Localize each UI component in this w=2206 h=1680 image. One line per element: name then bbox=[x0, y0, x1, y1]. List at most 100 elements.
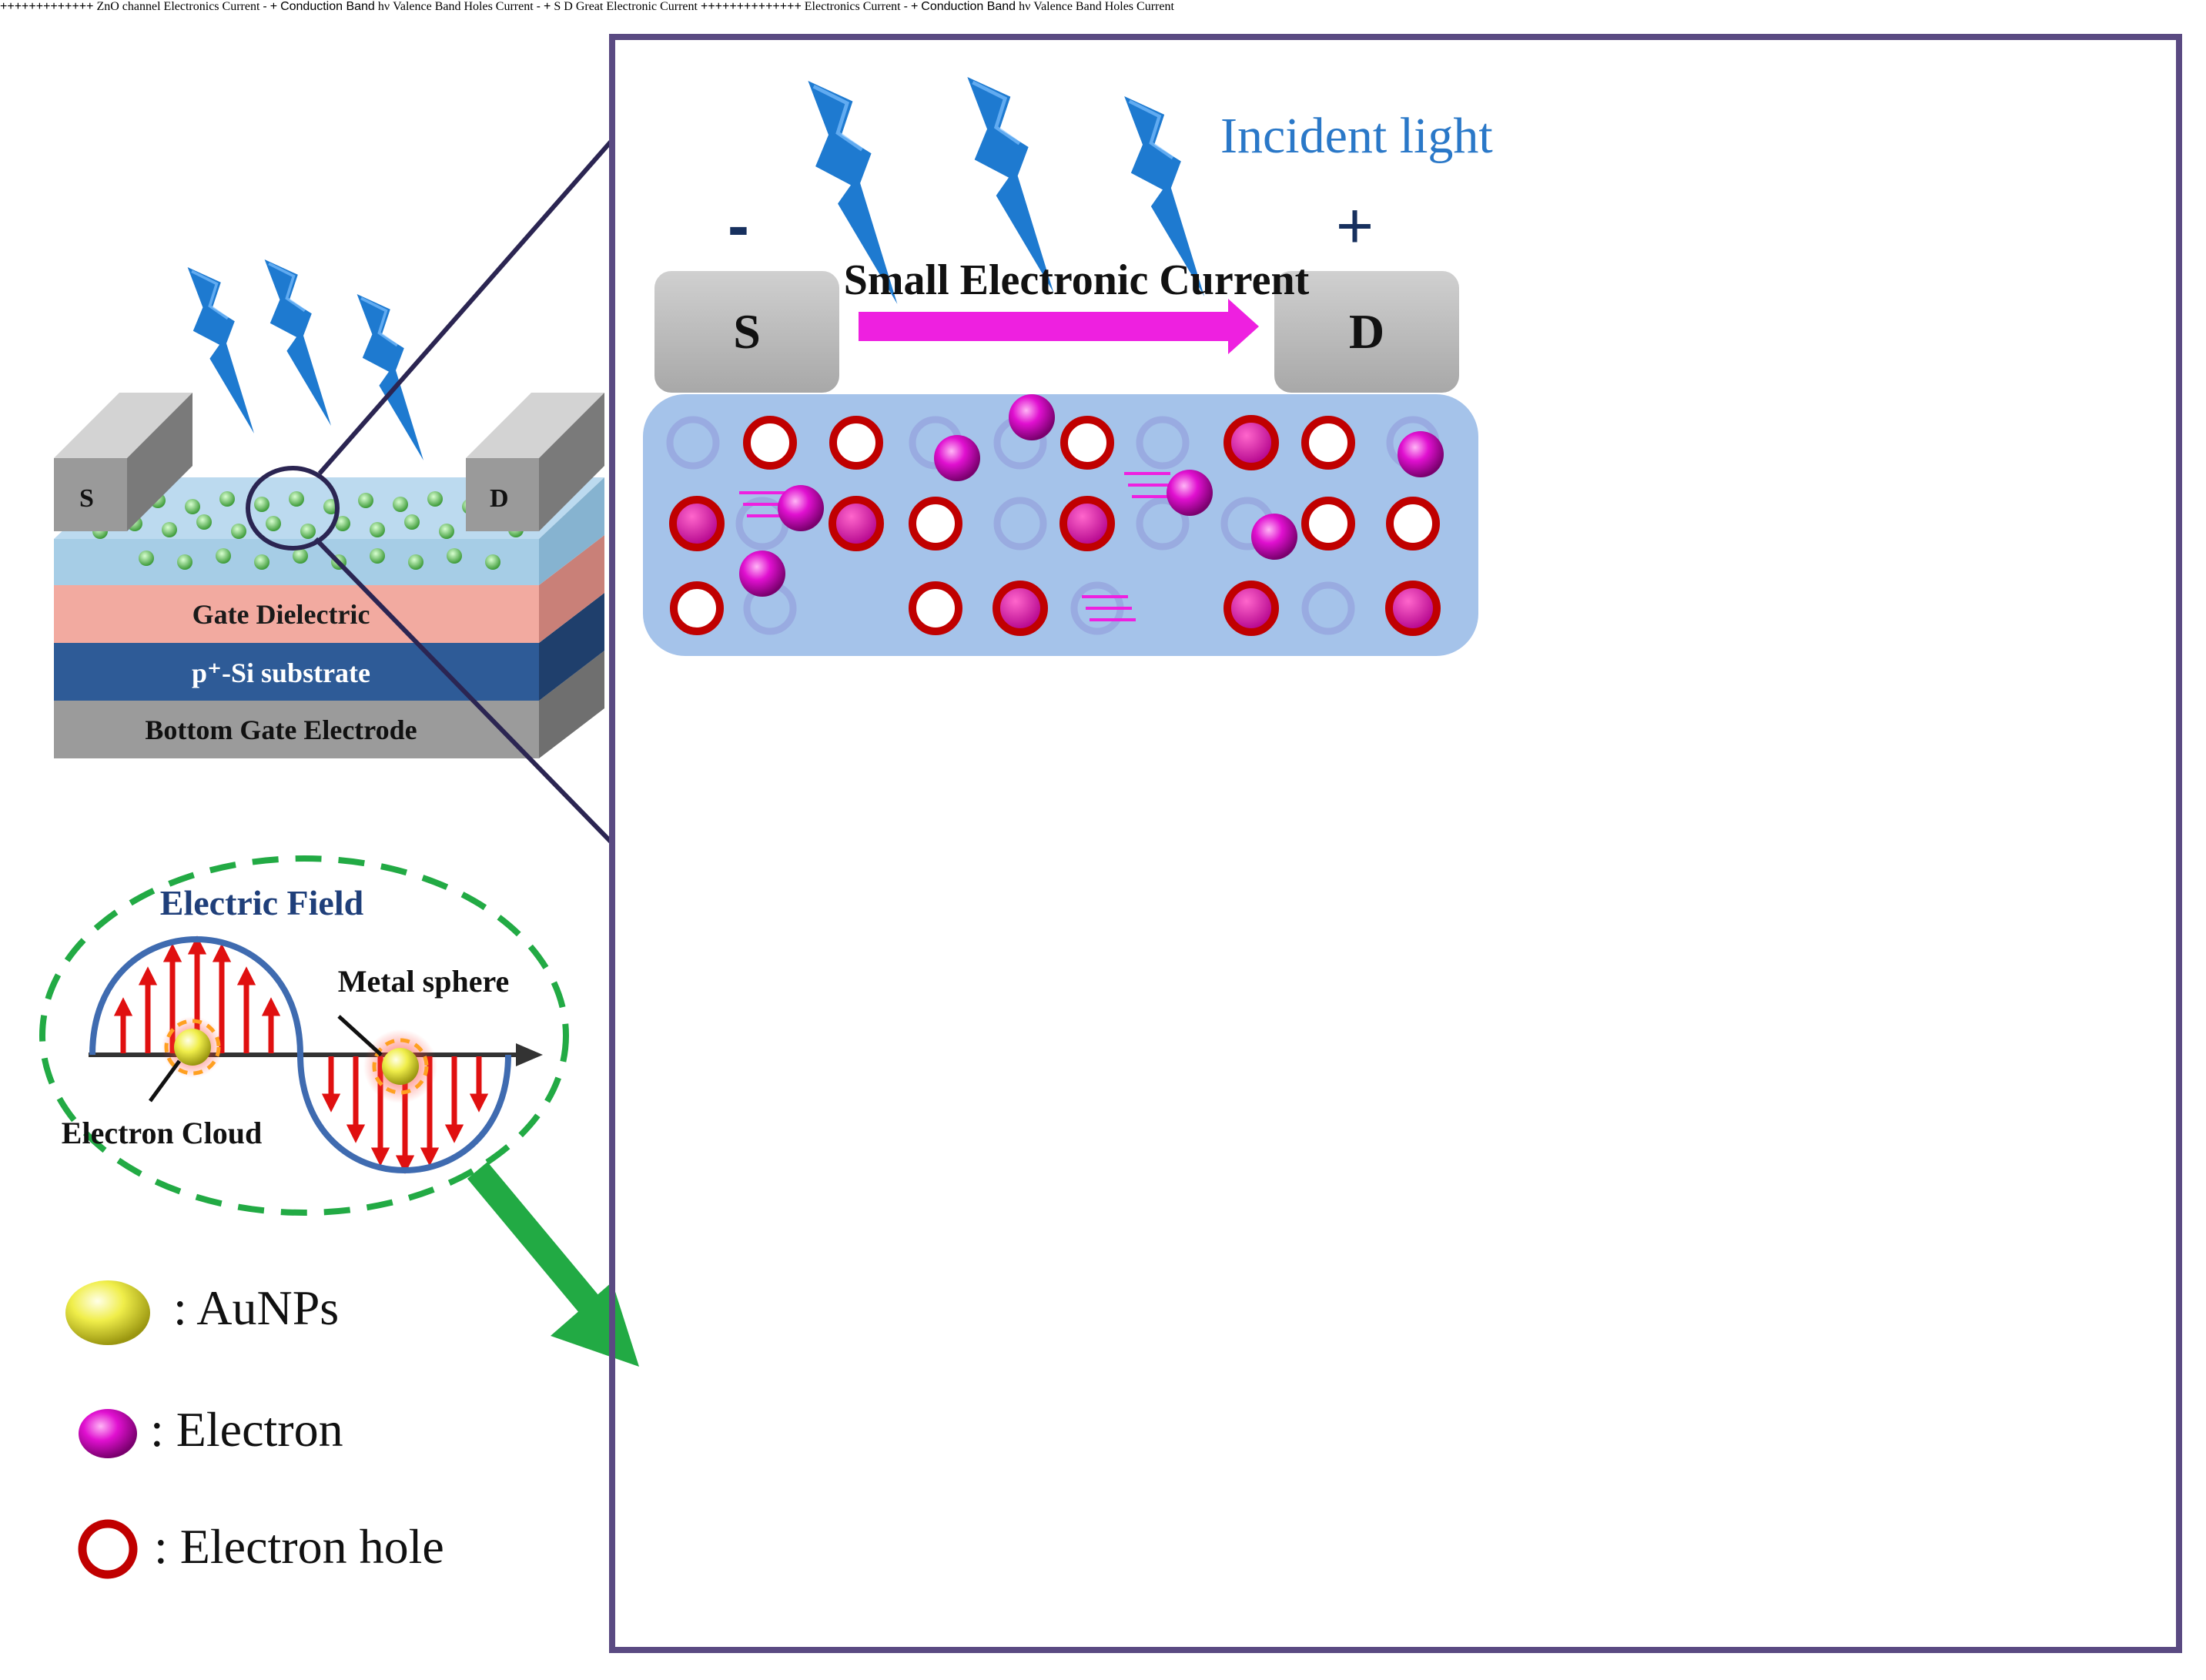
band-hole: Valence Band Holes Current bbox=[393, 0, 537, 13]
metal-sphere-pointer bbox=[337, 1015, 383, 1056]
metal-sphere-label: Metal sphere bbox=[338, 964, 510, 999]
electric-field-label: Electric Field bbox=[160, 883, 364, 922]
zoom-line-top bbox=[317, 139, 614, 475]
legend-item-aunps: : AuNPs bbox=[65, 1280, 339, 1345]
incident-lightning-icon: - + S D Great Electronic Current bbox=[537, 0, 1174, 13]
device-illustration: S D Gate Dielectric p⁺-Si substrate Bott… bbox=[54, 258, 604, 758]
legend-label: : AuNPs bbox=[173, 1280, 339, 1335]
drain-electrode bbox=[1274, 271, 1459, 393]
holes-current-label: Holes Current bbox=[464, 0, 534, 13]
device-lightning-icon bbox=[186, 266, 256, 435]
photon-energy-label: hν bbox=[1019, 0, 1031, 13]
device-lightning-icon bbox=[263, 258, 333, 427]
bottom-band-diagram: Electronics Current - + Conduction Band … bbox=[805, 0, 1174, 13]
field-inset-dashed-outline bbox=[39, 855, 569, 1216]
electron-cloud-label: Electron Cloud bbox=[62, 1116, 262, 1150]
band-hole: Valence Band Holes Current bbox=[393, 0, 537, 13]
device-drain-electrode: D bbox=[466, 393, 604, 531]
gate-charge-row: +++++++++++++ bbox=[0, 0, 94, 13]
band-electron: hν Valence Band Holes Current bbox=[1019, 0, 1174, 13]
band-electron: hν Valence Band Holes Current bbox=[378, 0, 537, 13]
source-electrode bbox=[654, 271, 839, 393]
drain-label: D bbox=[564, 0, 573, 13]
inset-to-panel-arrow bbox=[467, 1162, 639, 1367]
top-panel: Incident light - + S D Small Electronic … bbox=[643, 77, 1493, 656]
band-electron: hν Valence Band Holes Current bbox=[1019, 0, 1174, 13]
legend: : AuNPs : Electron : Electron hole bbox=[65, 1280, 444, 1579]
conduction-band-label: Conduction Band bbox=[280, 0, 375, 13]
valence-band-line: Valence Band Holes Current bbox=[1033, 0, 1174, 13]
aunp-legend-icon bbox=[65, 1280, 150, 1345]
zoom-circle bbox=[246, 466, 340, 551]
gate-dielectric-layer bbox=[54, 535, 604, 643]
top-band-diagram: Electronics Current - + Conduction Band … bbox=[164, 0, 537, 13]
zno-channel-label: ZnO channel bbox=[96, 0, 161, 13]
free-electron-group bbox=[739, 394, 1444, 597]
hole-group bbox=[670, 416, 1440, 635]
conduction-band-line: hν Valence Band Holes Current bbox=[1019, 0, 1174, 13]
electron-cloud-pointer bbox=[148, 1059, 182, 1103]
drain-electrode: D Great Electronic Current bbox=[564, 0, 1174, 13]
zoom-panel-frame bbox=[609, 34, 2182, 1653]
field-inset: Electric Field Metal sphere Electron Clo… bbox=[39, 855, 639, 1367]
valence-band-label: Valence Band bbox=[1033, 0, 1102, 13]
incident-lightning-icon: - + S D Great Electronic Current bbox=[537, 0, 1174, 13]
electron-cloud-ring bbox=[164, 1019, 221, 1076]
drain-label: D bbox=[1349, 304, 1384, 359]
hot-electron-glow: Valence Band Holes Current bbox=[1033, 0, 1174, 13]
valence-band-line: Valence Band Holes Current bbox=[393, 0, 537, 13]
device-drain-label: D bbox=[490, 484, 509, 513]
incident-light-label: Incident light bbox=[1220, 108, 1493, 164]
current-arrow bbox=[859, 299, 1259, 354]
excitation-arrow: Valence Band Holes Current bbox=[1033, 0, 1174, 13]
conduction-band-label: Conduction Band bbox=[921, 0, 1016, 13]
valence-band-label: Valence Band bbox=[393, 0, 461, 13]
source-polarity-minus: - bbox=[728, 189, 749, 262]
substrate-label: p⁺-Si substrate bbox=[192, 658, 370, 688]
device-source-electrode: S bbox=[54, 393, 192, 531]
occupied-hole-group bbox=[669, 415, 1441, 636]
band-plus: + bbox=[269, 0, 278, 13]
holes-current-label: Holes Current bbox=[1104, 0, 1174, 13]
device-source-label: S bbox=[79, 484, 94, 513]
source-polarity-minus: - bbox=[536, 0, 541, 13]
current-label: Great Electronic Current bbox=[575, 0, 698, 13]
conduction-band-line: hν Valence Band Holes Current bbox=[378, 0, 537, 13]
zno-pointer: ZnO channel Electronics Current - + Cond… bbox=[96, 0, 1173, 13]
metal-sphere-icon bbox=[174, 1029, 211, 1066]
band-electron: hν Valence Band Holes Current bbox=[1019, 0, 1174, 13]
photon-energy-label: hν bbox=[377, 0, 390, 13]
legend-item-electron: : Electron bbox=[79, 1402, 343, 1458]
hole-legend-icon bbox=[78, 1519, 138, 1579]
photon-lightning-icon: Valence Band Holes Current bbox=[1033, 0, 1174, 13]
current-label: Small Electronic Current bbox=[844, 256, 1310, 304]
band-plus: + bbox=[910, 0, 919, 13]
gate-charge-row: ++++++++++++++ bbox=[700, 0, 802, 13]
substrate-layer bbox=[54, 593, 604, 701]
source-label: S bbox=[554, 0, 561, 13]
photon-lightning-icon: Valence Band Holes Current bbox=[393, 0, 537, 13]
zno-channel: S D Great Electronic Current bbox=[554, 0, 1174, 13]
electronics-current-label: Electronics Current bbox=[804, 0, 901, 13]
zoom-line-bottom bbox=[313, 537, 614, 845]
legend-label: : Electron bbox=[150, 1402, 343, 1457]
electron-motion-streaks bbox=[739, 472, 1178, 621]
band-minus: - bbox=[903, 0, 908, 13]
metal-sphere-icon bbox=[382, 1048, 419, 1085]
drain-polarity-plus: + bbox=[1336, 189, 1374, 262]
electron-cloud-ring bbox=[372, 1038, 429, 1095]
plasmon-glow: S D Great Electronic Current bbox=[554, 0, 1174, 13]
electron-legend-icon bbox=[79, 1409, 137, 1458]
band-minus: - bbox=[263, 0, 267, 13]
legend-item-hole: : Electron hole bbox=[78, 1519, 444, 1579]
excitation-arrow: Valence Band Holes Current bbox=[1033, 0, 1174, 13]
electronics-current-label: Electronics Current bbox=[163, 0, 260, 13]
incident-lightning-icon: - + S D Great Electronic Current bbox=[537, 0, 1174, 13]
drain-polarity-plus: + bbox=[544, 0, 551, 13]
bottom-gate-label: Bottom Gate Electrode bbox=[145, 715, 417, 745]
source-label: S bbox=[733, 304, 761, 359]
bottom-panel: - + S D Great Electronic Current bbox=[537, 0, 1174, 13]
band-electron: hν Valence Band Holes Current bbox=[1019, 0, 1174, 13]
